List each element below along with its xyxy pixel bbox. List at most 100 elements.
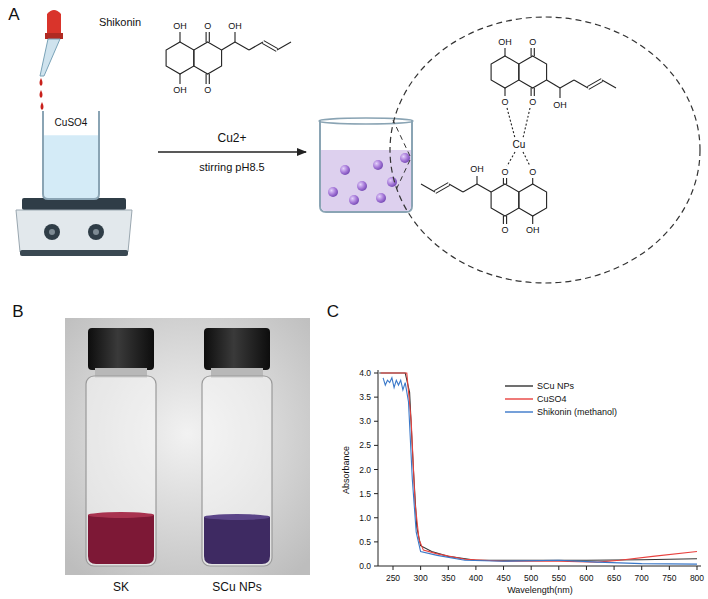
bond: [560, 80, 574, 88]
spectrum-curve: [383, 378, 697, 564]
tick-label: 600: [579, 574, 593, 583]
tick: [614, 566, 615, 570]
bond: [179, 74, 180, 84]
bond: [532, 178, 533, 184]
bond: [507, 152, 515, 166]
atom-label: OH: [172, 22, 188, 31]
legend-text: SCu NPs: [537, 382, 574, 391]
condition-label: stirring pH8.5: [199, 162, 264, 173]
sample-label: SCu NPs: [212, 581, 261, 593]
atom-label: Cu: [512, 140, 527, 150]
atom-label: O: [203, 86, 212, 95]
tick: [374, 541, 378, 542]
tick-label: 2.0: [359, 465, 371, 474]
tick: [448, 566, 449, 570]
tick-label: 500: [524, 574, 538, 583]
tick-label: 700: [635, 574, 649, 583]
tick: [558, 566, 559, 570]
ring: [519, 56, 547, 88]
tick-label: 0.0: [359, 562, 371, 571]
bond: [504, 48, 505, 56]
tick-label: 750: [662, 574, 676, 583]
atom-label: OH: [227, 22, 243, 31]
bond: [434, 183, 448, 191]
bond: [506, 178, 507, 184]
bond: [477, 184, 491, 192]
tick: [696, 566, 697, 570]
molecule: [166, 32, 616, 224]
bond: [602, 80, 616, 88]
axis-title: Wavelength(nm): [507, 586, 573, 595]
tick-label: 450: [496, 574, 510, 583]
legend-text: CuSO4: [537, 395, 567, 404]
beaker-label: CuSO4: [42, 118, 100, 128]
atom-label: O: [528, 38, 537, 47]
bond: [421, 184, 435, 192]
tick-label: 3.0: [359, 417, 371, 426]
spectrum-curve: [381, 373, 697, 562]
atom-label: O: [528, 168, 537, 177]
bond: [507, 108, 515, 138]
legend-line: [505, 385, 533, 386]
bond: [589, 81, 603, 89]
bond: [262, 43, 276, 51]
zoom-line: [393, 120, 410, 156]
bond: [235, 42, 249, 50]
y-axis: [378, 370, 379, 566]
bond: [534, 48, 535, 56]
ring: [491, 184, 519, 216]
bond: [277, 42, 291, 50]
tick-label: 0.5: [359, 538, 371, 547]
tick: [531, 566, 532, 570]
tick: [393, 566, 394, 570]
atom-label: O: [500, 226, 509, 235]
bond: [234, 32, 235, 42]
x-axis: [378, 566, 701, 567]
tick: [374, 469, 378, 470]
atom-label: OH: [469, 165, 485, 174]
compound-name: Shikonin: [99, 17, 141, 28]
tick-label: 250: [386, 574, 400, 583]
bond: [531, 88, 532, 96]
bond: [504, 88, 505, 96]
bond: [574, 80, 588, 88]
tick-label: 300: [414, 574, 428, 583]
tick: [374, 566, 378, 567]
tick: [503, 566, 504, 570]
tick: [641, 566, 642, 570]
bond: [503, 216, 504, 224]
atom-label: OH: [525, 226, 541, 235]
reagent-label: Cu2+: [217, 132, 246, 144]
ring: [166, 42, 194, 74]
product-beaker: [319, 118, 413, 212]
zoom-circle: [390, 17, 700, 283]
bond: [532, 216, 533, 224]
ring: [491, 56, 519, 88]
atom-label: O: [203, 22, 212, 31]
tick-label: 1.0: [359, 514, 371, 523]
bond: [587, 79, 601, 87]
bond: [523, 108, 530, 138]
tick: [586, 566, 587, 570]
tick-label: 1.5: [359, 489, 371, 498]
bond: [209, 32, 210, 42]
tick-label: 550: [552, 574, 566, 583]
bond: [523, 152, 530, 166]
bond: [209, 74, 210, 84]
legend-line: [505, 411, 533, 412]
bond: [206, 32, 207, 42]
bond: [249, 42, 263, 50]
beaker: CuSO4: [42, 110, 100, 200]
bond: [531, 48, 532, 56]
bond: [559, 88, 560, 98]
panel-letter: C: [327, 303, 339, 320]
tick-label: 4.0: [359, 369, 371, 378]
bond: [436, 185, 450, 193]
bond: [476, 176, 477, 184]
tick: [669, 566, 670, 570]
tick-label: 800: [690, 574, 704, 583]
tick-label: 650: [607, 574, 621, 583]
panel-letter: B: [12, 303, 23, 320]
